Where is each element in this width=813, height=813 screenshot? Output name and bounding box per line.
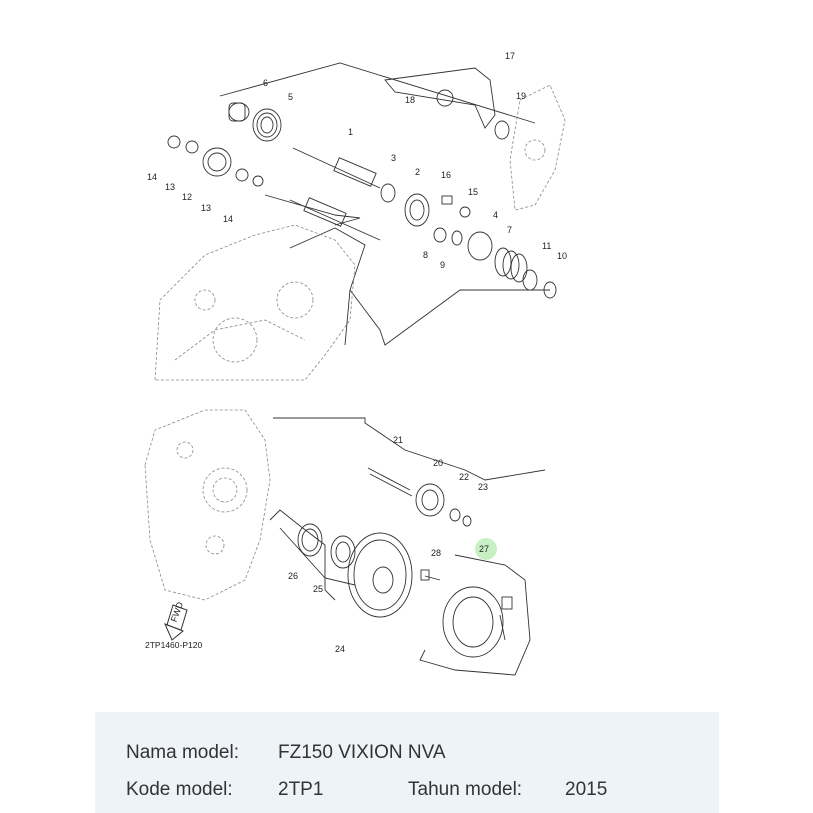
part-label-5: 5 [288,92,293,102]
part-label-4: 4 [493,210,498,220]
model-code-label: Kode model: [126,779,233,800]
parts-diagram: FWD 6 5 1 3 2 16 15 4 7 8 9 11 10 14 13 … [95,0,719,712]
part-label-11: 11 [542,241,551,251]
part-label-12: 12 [182,192,192,202]
part-label-10: 10 [557,251,567,261]
part-label-27: 27 [479,544,489,554]
part-label-8: 8 [423,250,428,260]
model-code-value: 2TP1 [278,779,324,800]
part-label-22: 22 [459,472,469,482]
part-label-14-upper: 14 [147,172,157,182]
diagram-code: 2TP1460-P120 [145,640,202,650]
exploded-view-drawing: FWD 6 5 1 3 2 16 15 4 7 8 9 11 10 14 13 … [144,51,567,676]
model-info-panel: Nama model: FZ150 VIXION NVA Kode model: 2… [95,712,719,813]
fwd-label: FWD [169,600,186,623]
model-name-label: Nama model: [126,742,239,763]
part-label-18: 18 [405,95,415,105]
part-label-28: 28 [431,548,441,558]
fwd-arrow-icon: FWD [164,600,188,641]
part-label-9: 9 [440,260,445,270]
part-label-7: 7 [507,225,512,235]
part-label-14-lower: 14 [223,214,233,224]
part-label-24: 24 [335,644,345,654]
part-label-17: 17 [505,51,515,61]
model-name-row: Nama model: FZ150 VIXION NVA [126,742,446,764]
part-label-1: 1 [348,127,353,137]
part-label-20: 20 [433,458,443,468]
part-label-13-lower: 13 [201,203,211,213]
part-label-2: 2 [415,167,420,177]
model-name-value: FZ150 VIXION NVA [278,742,446,763]
part-label-19: 19 [516,91,526,101]
part-label-3: 3 [391,153,396,163]
part-label-21: 21 [393,435,403,445]
part-label-13-upper: 13 [165,182,175,192]
model-year-value: 2015 [565,779,608,800]
part-label-26: 26 [288,571,298,581]
callout-27-highlight [475,538,497,560]
part-label-16: 16 [441,170,451,180]
part-label-6: 6 [263,78,268,88]
model-code-row: Kode model: 2TP1 Tahun model: 2015 [126,779,607,801]
part-label-15: 15 [468,187,478,197]
part-label-23: 23 [478,482,488,492]
part-label-25: 25 [313,584,323,594]
model-year-label: Tahun model: [408,779,523,800]
